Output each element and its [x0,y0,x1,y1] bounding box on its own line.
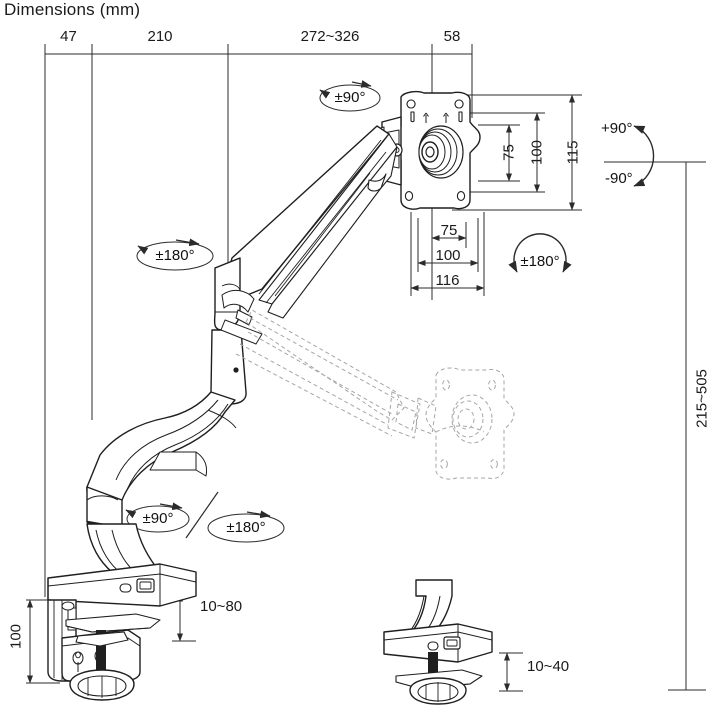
monitor-arm-illustration [47,90,493,705]
dim-47: 47 [60,28,77,45]
ghost-alternate-position [235,309,515,480]
dim-height-215-505: 215~505 [693,369,711,428]
dim-vesa-v-100: 100 [528,139,546,166]
dim-vesa-h-100: 100 [435,247,461,264]
rot-base-90: ±90° [142,510,174,527]
dim-210: 210 [147,28,173,45]
dim-desk-thickness-10-80: 10~80 [200,598,243,615]
dim-vesa-h-75: 75 [440,222,458,239]
dim-vesa-v-75: 75 [500,144,518,161]
rot-head-tilt-90: ±90° [334,89,366,106]
tilt-minus-90-label: -90° [605,170,633,187]
rot-upper-arm-180: ±180° [155,247,195,264]
rot-head-swivel-180: ±180° [520,253,560,270]
dim-desk-thickness-10-40: 10~40 [527,658,570,675]
rot-base-180: ±180° [226,519,266,536]
tilt-plus-90-label: +90° [601,120,633,137]
page-title: Dimensions (mm) [4,0,141,19]
dim-272-326: 272~326 [300,28,360,45]
dim-clamp-height-100: 100 [7,623,25,650]
dim-vesa-h-116: 116 [435,272,460,289]
dim-vesa-v-115: 115 [564,140,582,165]
dim-58: 58 [443,28,461,45]
